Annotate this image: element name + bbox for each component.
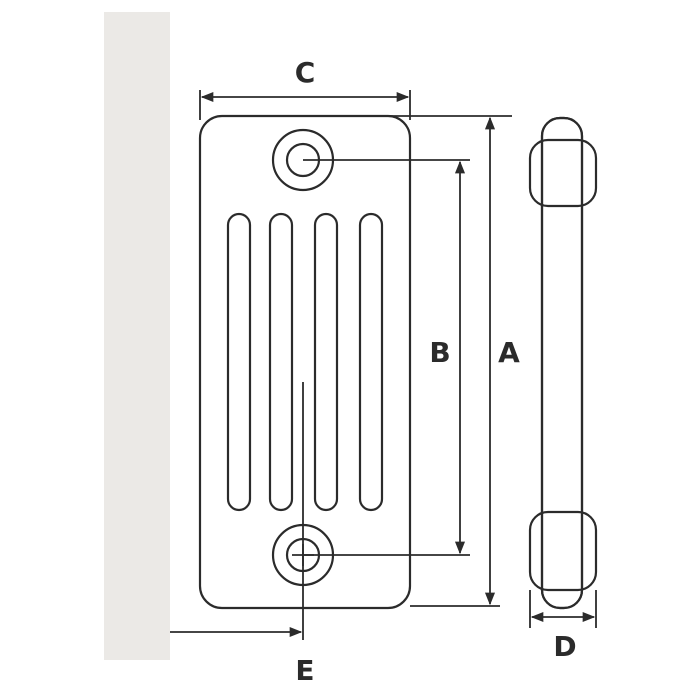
side-body-front (540, 116, 584, 610)
column-slot (226, 212, 252, 512)
wall-panel (104, 12, 170, 660)
radiator-body (198, 114, 412, 610)
side-body (540, 116, 584, 610)
label-c: C (295, 56, 316, 89)
dimension-c: C (199, 56, 411, 120)
radiator-side-view (528, 116, 598, 610)
label-e: E (295, 654, 314, 687)
column-slot (313, 212, 339, 512)
label-d: D (553, 630, 576, 663)
label-a: A (498, 336, 520, 369)
dimension-b: B (303, 159, 470, 556)
column-slot (268, 212, 294, 512)
side-bottom-boss (528, 510, 598, 592)
column-slot (358, 212, 384, 512)
label-b: B (429, 336, 450, 369)
radiator-front-view (198, 114, 412, 610)
dimension-e: E (170, 382, 315, 687)
dimension-d: D (529, 590, 597, 663)
side-top-boss (528, 138, 598, 208)
dimension-a: A (360, 115, 520, 607)
